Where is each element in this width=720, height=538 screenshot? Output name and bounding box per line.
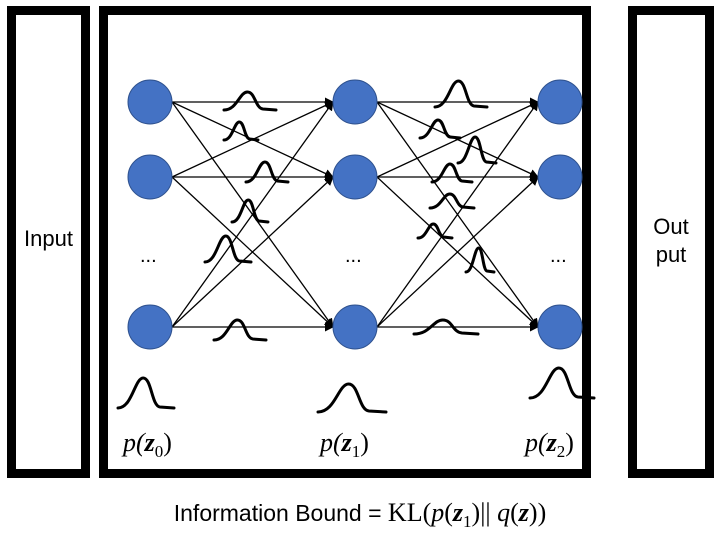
node-layer1-0 xyxy=(332,79,378,125)
layer-label-z0: p(z0) xyxy=(123,428,172,462)
node-layer0-2 xyxy=(127,304,173,350)
edge-l0-n2-to-n1 xyxy=(171,176,334,328)
edge-distribution-curve xyxy=(428,192,476,210)
node-layer0-1 xyxy=(127,154,173,200)
subscript: 2 xyxy=(556,442,566,461)
node-layer2-2 xyxy=(537,304,583,350)
edge-distribution-curve xyxy=(203,234,253,264)
edge-l1-n2-to-n1 xyxy=(376,176,539,328)
output-box: Out put xyxy=(628,6,714,478)
formula-math: KL(p(z1)|| q(z)) xyxy=(387,498,547,531)
edge-distribution-curve xyxy=(430,162,474,184)
p-symbol: p( xyxy=(320,428,342,457)
edge-distribution-curve xyxy=(412,318,480,336)
edge-distribution-curve xyxy=(416,222,454,240)
z-symbol: z xyxy=(518,498,529,527)
node-layer0-0 xyxy=(127,79,173,125)
kl-operator: KL( xyxy=(387,498,432,527)
z-symbol: z xyxy=(341,428,352,457)
z-symbol: z xyxy=(452,498,464,527)
subscript: 0 xyxy=(154,442,164,461)
subscript: 1 xyxy=(351,442,361,461)
edge-distribution-curve xyxy=(222,90,278,112)
edge-l1-n2-to-n0 xyxy=(376,101,539,328)
p-symbol: p( xyxy=(525,428,547,457)
node-layer1-1 xyxy=(332,154,378,200)
node-layer2-1 xyxy=(537,154,583,200)
p-symbol: p( xyxy=(123,428,145,457)
input-label: Input xyxy=(24,226,73,251)
subscript: 1 xyxy=(463,512,472,531)
ellipsis-layer-2: ... xyxy=(550,245,567,267)
formula-label: Information Bound = xyxy=(173,500,388,526)
information-bound-formula: Information Bound = KL(p(z1)|| q(z)) xyxy=(0,498,720,532)
close-parens: )) xyxy=(528,498,547,527)
edge-distribution-curve xyxy=(433,79,489,109)
input-box: Input xyxy=(7,6,90,478)
open-paren: ( xyxy=(510,498,519,527)
layer-label-z2: p(z2) xyxy=(525,428,574,462)
edge-l0-n2-to-n0 xyxy=(171,101,334,328)
close-paren: ) xyxy=(360,428,369,457)
distribution-curve-layer1 xyxy=(316,382,388,414)
ellipsis-layer-0: ... xyxy=(140,245,157,267)
divider: )|| xyxy=(471,498,498,527)
output-label-line1: Out xyxy=(653,214,689,239)
edge-distribution-curve xyxy=(418,118,462,140)
edge-l1-n1-to-n0 xyxy=(376,101,539,178)
node-layer1-2 xyxy=(332,304,378,350)
edge-distribution-curve xyxy=(244,160,290,184)
edge-distribution-curve xyxy=(464,246,496,274)
node-layer2-0 xyxy=(537,79,583,125)
output-label-line2: put xyxy=(655,242,687,267)
edge-distribution-curve xyxy=(456,135,498,165)
open-paren: ( xyxy=(444,498,453,527)
distribution-curve-layer2 xyxy=(528,366,596,400)
distribution-curve-layer0 xyxy=(116,376,176,410)
z-symbol: z xyxy=(144,428,155,457)
close-paren: ) xyxy=(565,428,574,457)
layer-label-z1: p(z1) xyxy=(320,428,369,462)
output-label: Out put xyxy=(637,213,705,269)
p-symbol: p xyxy=(431,498,445,527)
edge-distribution-curve xyxy=(212,318,268,342)
z-symbol: z xyxy=(546,428,557,457)
ellipsis-layer-1: ... xyxy=(345,245,362,267)
close-paren: ) xyxy=(163,428,172,457)
q-symbol: q xyxy=(497,498,511,527)
edge-distribution-curve xyxy=(230,198,270,224)
edge-distribution-curve xyxy=(222,120,260,142)
